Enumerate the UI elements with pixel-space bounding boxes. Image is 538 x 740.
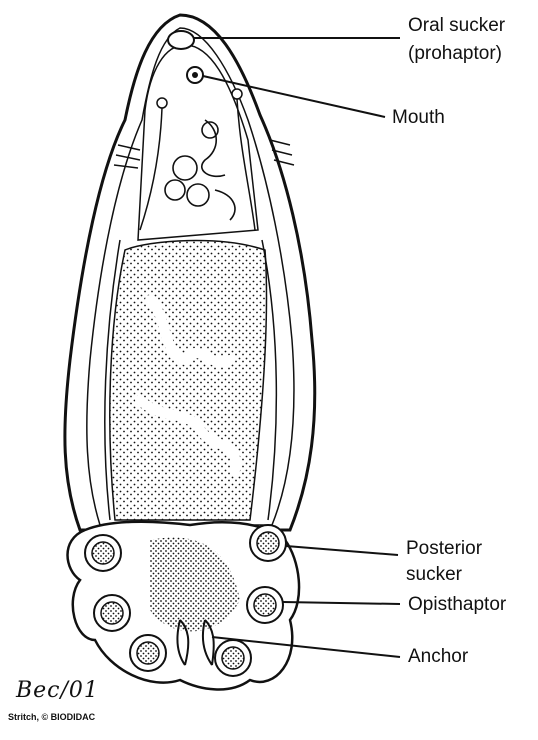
label-posterior-sucker-line2: sucker <box>406 563 462 587</box>
label-anchor: Anchor <box>408 645 468 669</box>
artist-signature: Bec/01 <box>16 678 99 703</box>
oral-sucker <box>168 31 194 49</box>
label-opisthaptor: Opisthaptor <box>408 593 506 617</box>
label-posterior-sucker-line1: Posterior <box>406 537 482 561</box>
credit-line: Stritch, © BIODIDAC <box>8 712 95 722</box>
label-mouth: Mouth <box>392 106 445 130</box>
gut-region <box>110 241 267 520</box>
label-oral-sucker-line2: (prohaptor) <box>408 42 502 66</box>
label-oral-sucker-line1: Oral sucker <box>408 14 505 38</box>
